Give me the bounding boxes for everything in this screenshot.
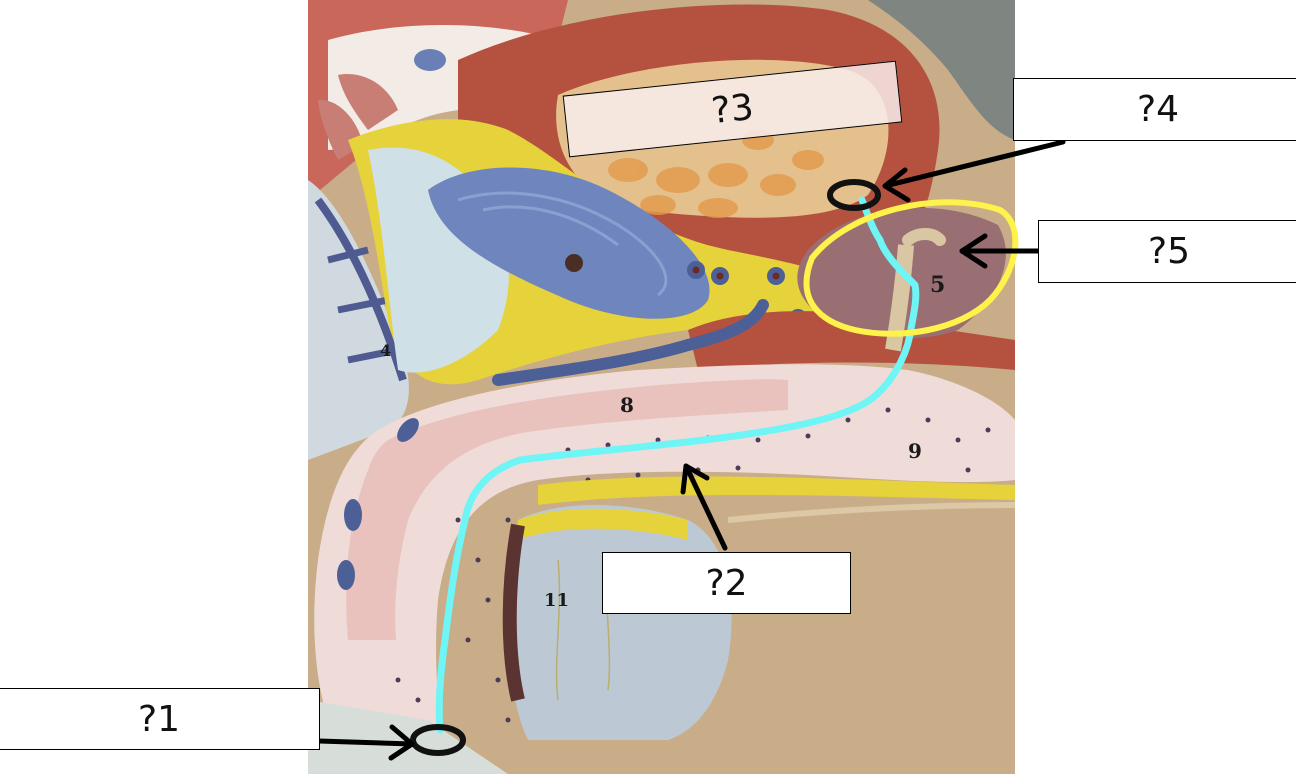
model-number-11: 11 bbox=[544, 590, 569, 611]
label-text-1: ?1 bbox=[137, 698, 180, 740]
model-number-9: 9 bbox=[908, 439, 922, 463]
label-box-2[interactable]: ?2 bbox=[602, 552, 851, 614]
label-text-2: ?2 bbox=[705, 562, 748, 604]
label-text-4: ?4 bbox=[1136, 89, 1179, 130]
model-number-5: 5 bbox=[930, 272, 945, 298]
label-text-5: ?5 bbox=[1147, 231, 1190, 272]
model-number-8: 8 bbox=[620, 393, 634, 417]
label-box-1[interactable]: ?1 bbox=[0, 688, 320, 750]
model-number-4: 4 bbox=[380, 341, 391, 360]
label-box-4[interactable]: ?4 bbox=[1013, 78, 1296, 141]
label-box-5[interactable]: ?5 bbox=[1038, 220, 1296, 283]
label-text-3: ?3 bbox=[709, 86, 756, 132]
